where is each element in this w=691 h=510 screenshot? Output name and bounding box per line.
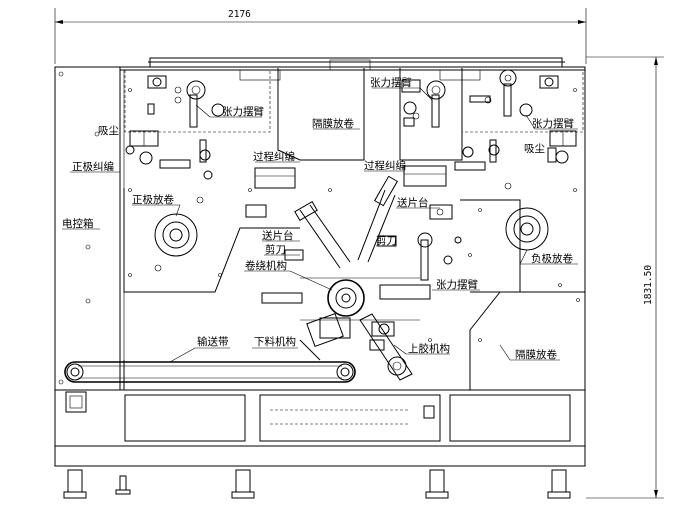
label-negative-unwind: 负极放卷 [531, 252, 573, 265]
positive-unwind-reel [154, 196, 204, 272]
label-separator-unwind-top: 隔膜放卷 [312, 117, 354, 130]
label-process-guide-left: 过程纠编 [253, 150, 295, 163]
process-guide-left-device [159, 139, 296, 189]
label-tension-arm-right: 张力摆臂 [532, 117, 574, 130]
leader-lines [62, 87, 578, 363]
label-winding-mechanism: 卷绕机构 [245, 259, 287, 272]
suction-right-device [547, 130, 577, 164]
label-suction-right: 吸尘 [524, 143, 545, 155]
label-process-guide-right: 过程纠编 [364, 159, 406, 172]
label-tension-arm-mid: 张力摆臂 [370, 76, 412, 89]
label-positive-unwind: 正极放卷 [132, 193, 174, 206]
label-unloading-mechanism: 下料机构 [254, 335, 296, 348]
label-tension-arm-lower: 张力摆臂 [436, 278, 478, 291]
height-dimension-value: 1831.50 [643, 265, 654, 305]
process-guide-right-device [403, 139, 500, 187]
label-positive-edge-guide: 正极纠编 [72, 160, 114, 173]
lower-cabinet [124, 394, 571, 442]
upper-panels [124, 59, 584, 161]
tension-arm-mid-assembly [401, 79, 446, 128]
height-dimension: 1831.50 [586, 56, 664, 499]
control-box [54, 66, 121, 391]
label-conveyor-belt: 输送带 [197, 335, 229, 348]
label-taping-mechanism: 上胶机构 [408, 342, 450, 355]
label-feed-table-left: 送片台 [262, 229, 294, 242]
suction-left-device [125, 130, 159, 165]
mid-panels [123, 188, 586, 391]
machine-feet [55, 465, 585, 499]
tension-arm-right-assembly [469, 69, 559, 117]
tension-arm-left-assembly [147, 75, 225, 128]
negative-unwind-reel [504, 182, 549, 251]
conveyor-belt-device [64, 361, 356, 413]
label-cutter-right: 剪刀 [376, 234, 397, 247]
tension-arm-lower-assembly [417, 232, 462, 281]
width-dimension: 2176 [54, 8, 587, 64]
feed-table-right-device [429, 204, 453, 220]
label-separator-unwind-bottom: 隔膜放卷 [515, 348, 557, 361]
taping-mechanism-device [359, 313, 413, 381]
label-control-box: 电控箱 [62, 217, 94, 230]
winding-mechanism-assembly [261, 175, 431, 339]
label-tension-arm-left: 张力摆臂 [222, 105, 264, 118]
label-suction-left: 吸尘 [98, 125, 119, 137]
label-feed-table-right: 送片台 [397, 196, 429, 209]
hardware-dots [128, 88, 580, 342]
unloading-mechanism-device [299, 312, 344, 361]
width-dimension-value: 2176 [228, 9, 251, 20]
label-cutter-left: 剪刀 [265, 243, 286, 256]
feed-table-left-device [245, 204, 267, 218]
